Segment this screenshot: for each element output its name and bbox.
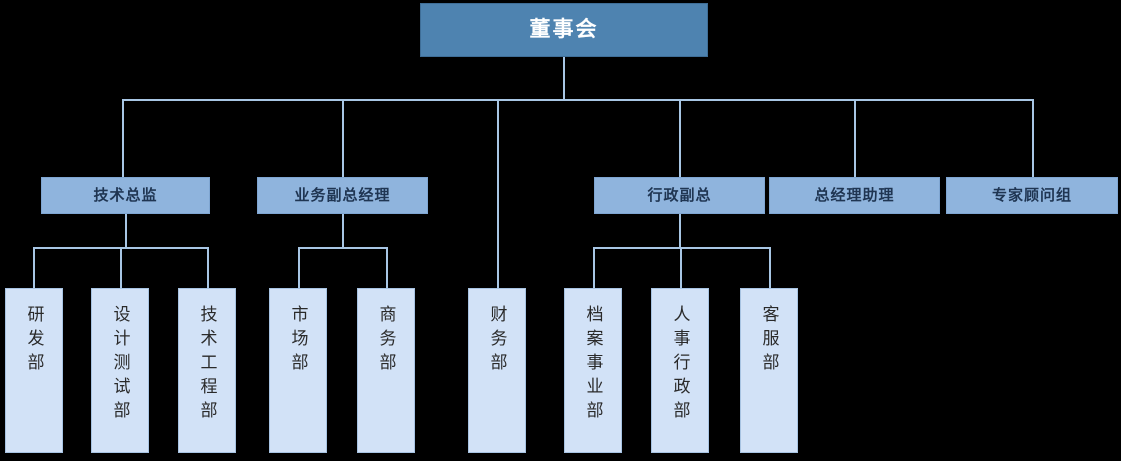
- node-archive-dept[interactable]: 档案事业部: [564, 288, 622, 453]
- node-tech-engineering-dept[interactable]: 技术工程部: [178, 288, 236, 453]
- connector-drop-finance-dept: [497, 99, 499, 288]
- connector-business-stem: [342, 214, 344, 248]
- node-gm-assistant[interactable]: 总经理助理: [769, 177, 940, 214]
- node-archive-dept-label: 档案事业部: [583, 305, 603, 425]
- node-finance-dept-label: 财务部: [487, 305, 507, 377]
- node-root-label: 董事会: [529, 17, 599, 41]
- connector-drop-hr-admin-dept: [680, 247, 682, 288]
- node-commerce-dept[interactable]: 商务部: [357, 288, 415, 453]
- connector-drop-commerce-dept: [386, 247, 388, 288]
- node-expert-group[interactable]: 专家顾问组: [946, 177, 1118, 214]
- connector-drop-tech-director: [122, 99, 124, 177]
- connector-drop-business-vp: [342, 99, 344, 177]
- node-expert-group-label: 专家顾问组: [991, 186, 1072, 204]
- node-customer-service-dept[interactable]: 客服部: [740, 288, 798, 453]
- node-commerce-dept-label: 商务部: [376, 305, 396, 377]
- connector-drop-marketing-dept: [298, 247, 300, 288]
- node-marketing-dept[interactable]: 市场部: [269, 288, 327, 453]
- node-gm-assistant-label: 总经理助理: [814, 186, 895, 204]
- node-tech-director[interactable]: 技术总监: [41, 177, 210, 214]
- node-customer-service-dept-label: 客服部: [759, 305, 779, 377]
- node-design-test-dept-label: 设计测试部: [110, 305, 130, 425]
- node-root-board[interactable]: 董事会: [420, 3, 708, 57]
- node-design-test-dept[interactable]: 设计测试部: [91, 288, 149, 453]
- node-tech-engineering-dept-label: 技术工程部: [197, 305, 217, 425]
- node-admin-vp[interactable]: 行政副总: [594, 177, 765, 214]
- connector-admin-stem: [679, 214, 681, 248]
- node-business-vp-label: 业务副总经理: [294, 186, 391, 204]
- node-admin-vp-label: 行政副总: [647, 186, 712, 204]
- connector-drop-archive-dept: [593, 247, 595, 288]
- connector-drop-gm-assistant: [854, 99, 856, 177]
- connector-root-stem: [563, 57, 565, 100]
- node-hr-admin-dept-label: 人事行政部: [670, 305, 690, 425]
- connector-drop-expert-group: [1032, 99, 1034, 177]
- node-business-vp[interactable]: 业务副总经理: [257, 177, 428, 214]
- connector-business-bus: [298, 247, 388, 249]
- connector-drop-design-test-dept: [120, 247, 122, 288]
- connector-drop-rnd-dept: [33, 247, 35, 288]
- node-marketing-dept-label: 市场部: [288, 305, 308, 377]
- connector-drop-tech-engineering-dept: [207, 247, 209, 288]
- node-tech-director-label: 技术总监: [93, 186, 158, 204]
- connector-drop-customer-service-dept: [769, 247, 771, 288]
- connector-main-bus: [122, 99, 1034, 101]
- connector-drop-admin-vp: [679, 99, 681, 177]
- node-finance-dept[interactable]: 财务部: [468, 288, 526, 453]
- node-rnd-dept-label: 研发部: [24, 305, 44, 377]
- connector-tech-stem: [125, 214, 127, 248]
- node-hr-admin-dept[interactable]: 人事行政部: [651, 288, 709, 453]
- connector-admin-bus: [593, 247, 771, 249]
- node-rnd-dept[interactable]: 研发部: [5, 288, 63, 453]
